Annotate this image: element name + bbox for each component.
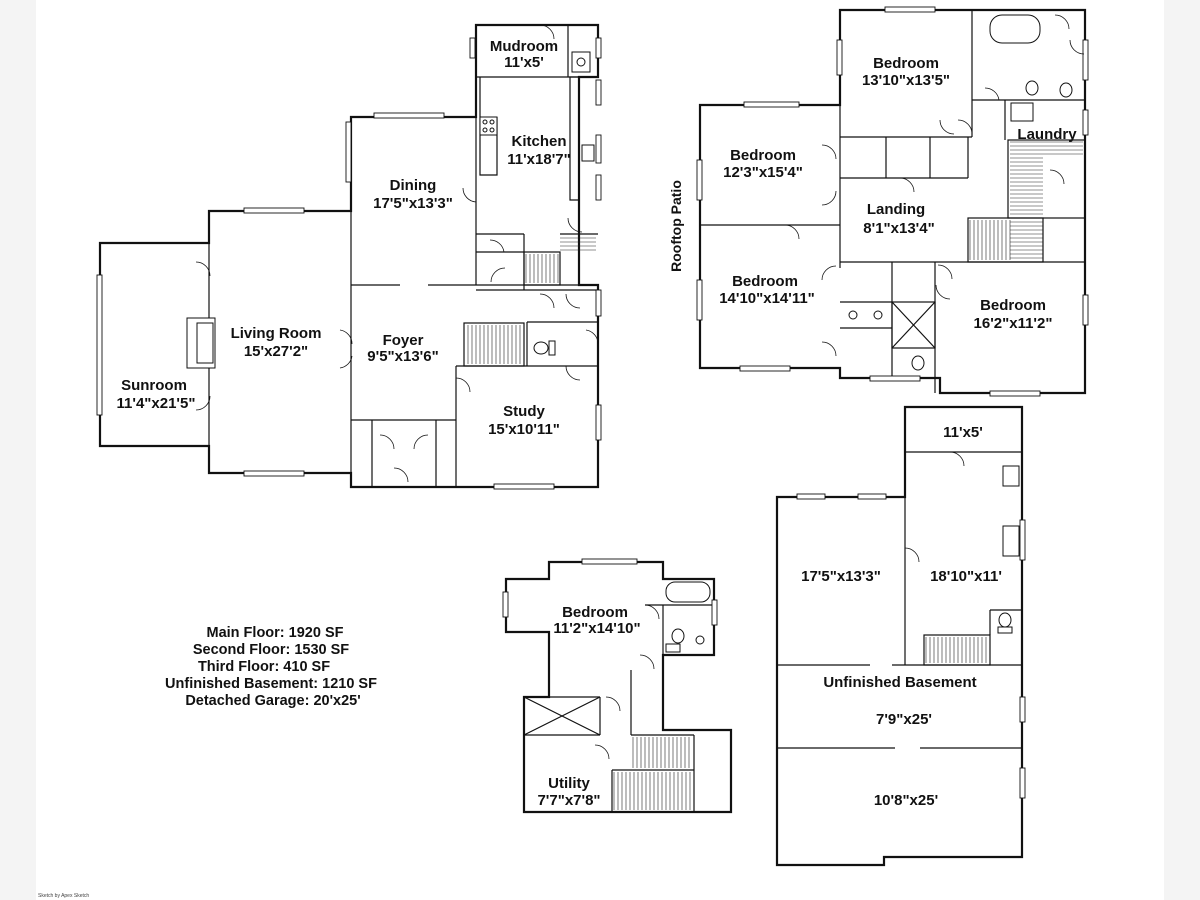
basement-small-size: 11'x5' — [943, 424, 983, 441]
tf-bedroom-size: 11'2"x14'10" — [553, 620, 640, 637]
sf-bedroom-br-label: Bedroom — [980, 297, 1046, 314]
landing-size: 8'1"x13'4" — [863, 220, 934, 237]
sf-bedroom-left-label: Bedroom — [730, 147, 796, 164]
sf-bedroom-bl-label: Bedroom — [732, 273, 798, 290]
kitchen-size: 11'x18'7" — [507, 151, 570, 168]
page-margin-left — [0, 0, 36, 900]
sketch-credit: Sketch by Apex Sketch — [38, 893, 90, 899]
summary-basement: Unfinished Basement: 1210 SF — [165, 676, 377, 692]
unfinished-basement-label: Unfinished Basement — [823, 674, 976, 691]
laundry-label: Laundry — [1017, 126, 1077, 143]
foyer-label: Foyer — [383, 332, 424, 349]
study-size: 15'x10'11" — [488, 421, 560, 438]
sf-bedroom-br-size: 16'2"x11'2" — [974, 315, 1053, 332]
unfinished-basement-size: 7'9"x25' — [876, 711, 932, 728]
page-margin-right — [1164, 0, 1200, 900]
foyer-size: 9'5"x13'6" — [367, 348, 438, 365]
tf-bedroom-label: Bedroom — [562, 604, 628, 621]
sunroom-size: 11'4"x21'5" — [117, 395, 196, 412]
utility-size: 7'7"x7'8" — [537, 792, 600, 809]
sf-bedroom-bl-size: 14'10"x14'11" — [719, 290, 815, 307]
summary-second-floor: Second Floor: 1530 SF — [193, 642, 349, 658]
rooftop-patio-label: Rooftop Patio — [668, 180, 684, 272]
dining-size: 17'5"x13'3" — [373, 195, 453, 212]
living-room-size: 15'x27'2" — [244, 343, 308, 360]
summary-main-floor: Main Floor: 1920 SF — [207, 625, 344, 641]
mudroom-label: Mudroom — [490, 38, 558, 55]
main-stairs — [463, 322, 525, 367]
basement-bottom-size: 10'8"x25' — [874, 792, 938, 809]
summary-garage: Detached Garage: 20'x25' — [185, 693, 360, 709]
sf-bedroom-top-size: 13'10"x13'5" — [862, 72, 950, 89]
summary-third-floor: Third Floor: 410 SF — [198, 659, 330, 675]
basement-left-size: 17'5"x13'3" — [801, 568, 881, 585]
living-room-label: Living Room — [231, 325, 322, 342]
sf-bedroom-top-label: Bedroom — [873, 55, 939, 72]
sunroom-label: Sunroom — [121, 377, 187, 394]
basement-right-size: 18'10"x11' — [930, 568, 1002, 585]
landing-label: Landing — [867, 201, 925, 218]
basement-plan: 11'x5' 17'5"x13'3" 18'10"x11' Unfinished… — [775, 405, 1026, 867]
study-label: Study — [503, 403, 545, 420]
second-floor-plan: Bedroom 13'10"x13'5" Laundry Bedroom 12'… — [668, 6, 1089, 397]
sf-bedroom-left-size: 12'3"x15'4" — [723, 164, 803, 181]
main-floor-plan: Mudroom 11'x5' Kitchen 11'x18'7" Dining … — [96, 23, 602, 490]
dining-label: Dining — [390, 177, 437, 194]
third-floor-plan: Bedroom 11'2"x14'10" Utility 7'7"x7'8" — [502, 558, 733, 814]
kitchen-label: Kitchen — [511, 133, 566, 150]
area-summary: Main Floor: 1920 SF Second Floor: 1530 S… — [165, 625, 377, 709]
utility-label: Utility — [548, 775, 590, 792]
mudroom-size: 11'x5' — [504, 54, 544, 71]
